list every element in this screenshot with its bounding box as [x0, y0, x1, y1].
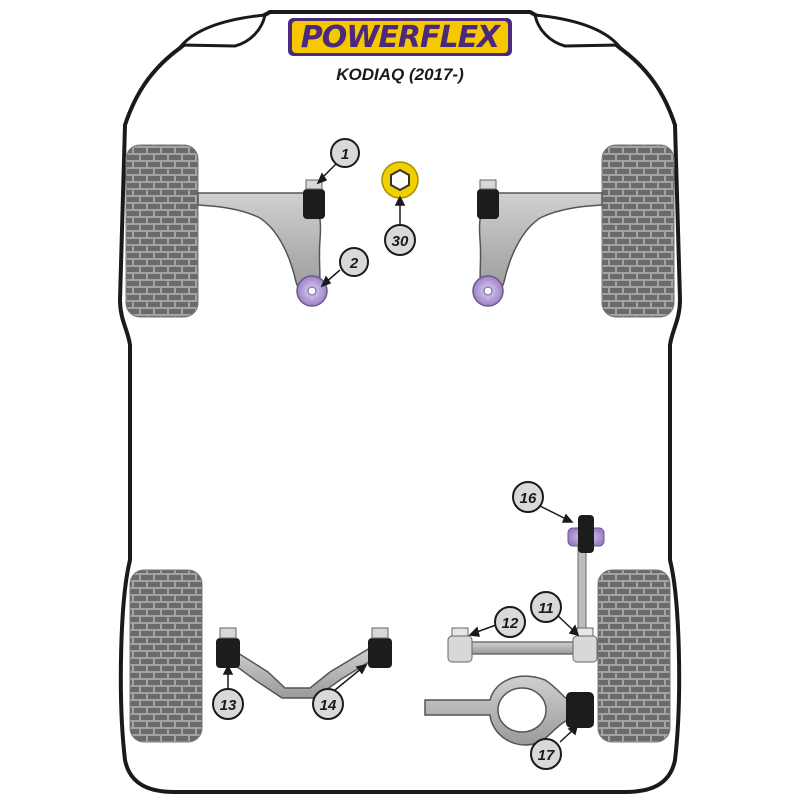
bush-16-drop-link	[567, 515, 605, 553]
svg-text:13: 13	[220, 697, 237, 714]
front-left-tyre	[125, 144, 199, 318]
bush-2-front-rear	[296, 275, 328, 307]
bush-11-rear-link-outer	[572, 627, 598, 663]
callout-12: 12	[494, 606, 526, 638]
callout-11: 11	[530, 591, 562, 623]
bush-17-trailing-arm	[566, 692, 594, 728]
bush-14-rear-left	[368, 627, 392, 668]
callout-30: 30	[384, 224, 416, 256]
rear-right-lower-link	[457, 641, 589, 655]
rear-left-tyre	[129, 569, 203, 743]
callout-17: 17	[530, 738, 562, 770]
svg-text:2: 2	[349, 255, 359, 272]
callout-1: 1	[330, 138, 360, 168]
callout-13: 13	[212, 688, 244, 720]
rear-right-tyre	[597, 569, 671, 743]
svg-text:1: 1	[341, 146, 349, 163]
right-front-pod	[533, 13, 622, 48]
bush-30-engine-mount	[381, 161, 419, 199]
bush-1-front-inner	[303, 179, 325, 219]
left-front-pod	[178, 13, 267, 48]
svg-text:POWERFLEX: POWERFLEX	[301, 20, 502, 55]
callout-2: 2	[339, 247, 369, 277]
svg-text:11: 11	[538, 600, 554, 617]
vehicle-model-title: KODIAQ (2017-)	[336, 65, 464, 84]
vehicle-body-outline	[117, 10, 683, 794]
callout-16: 16	[512, 481, 544, 513]
svg-text:14: 14	[320, 697, 337, 714]
bush-front-right-rear	[472, 275, 504, 307]
front-right-tyre	[601, 144, 675, 318]
bush-13-rear-left	[216, 627, 240, 668]
svg-text:12: 12	[502, 615, 519, 632]
rear-right-anti-roll-link	[577, 544, 587, 641]
powerflex-logo: POWERFLEX	[288, 18, 512, 56]
callout-14: 14	[312, 688, 344, 720]
bush-front-right-inner	[477, 179, 499, 219]
svg-text:17: 17	[538, 747, 555, 764]
bush-12-rear-link-inner	[447, 627, 473, 663]
svg-text:30: 30	[392, 233, 409, 250]
svg-text:16: 16	[520, 490, 537, 507]
callout-leaders	[222, 162, 580, 743]
